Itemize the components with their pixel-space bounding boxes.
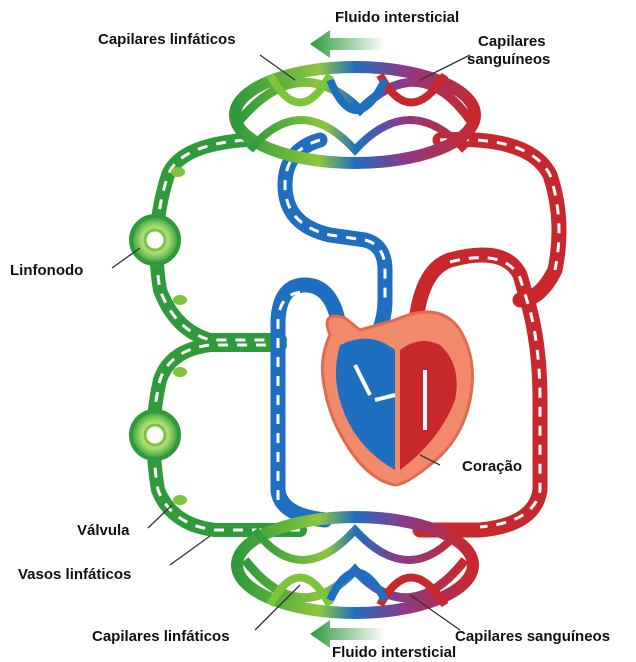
valve-markers bbox=[171, 167, 187, 505]
heart-label: Coração bbox=[462, 458, 522, 475]
fluid-label-top: Fluido intersticial bbox=[335, 9, 459, 26]
blood-capillaries-label-top-line1: Capilares bbox=[478, 33, 546, 50]
heart bbox=[322, 312, 472, 485]
fluid-label-bottom: Fluido intersticial bbox=[332, 644, 456, 661]
fluid-arrow-top bbox=[310, 30, 385, 58]
lymph-node-lower bbox=[131, 411, 179, 459]
blood-capillaries-label-top-line2: sanguíneos bbox=[467, 51, 550, 68]
top-capillary-network bbox=[235, 67, 475, 163]
lymph-node-label: Linfonodo bbox=[10, 262, 83, 279]
bottom-capillary-network bbox=[237, 517, 473, 613]
lymph-capillaries-label-bottom: Capilares linfáticos bbox=[92, 628, 230, 645]
lymph-capillaries-label-top: Capilares linfáticos bbox=[98, 31, 236, 48]
valve-label: Válvula bbox=[77, 522, 130, 539]
lymph-node-upper bbox=[131, 216, 179, 264]
blood-capillaries-label-bottom: Capilares sanguíneos bbox=[455, 628, 610, 645]
lymph-vessels-label: Vasos linfáticos bbox=[18, 566, 131, 583]
